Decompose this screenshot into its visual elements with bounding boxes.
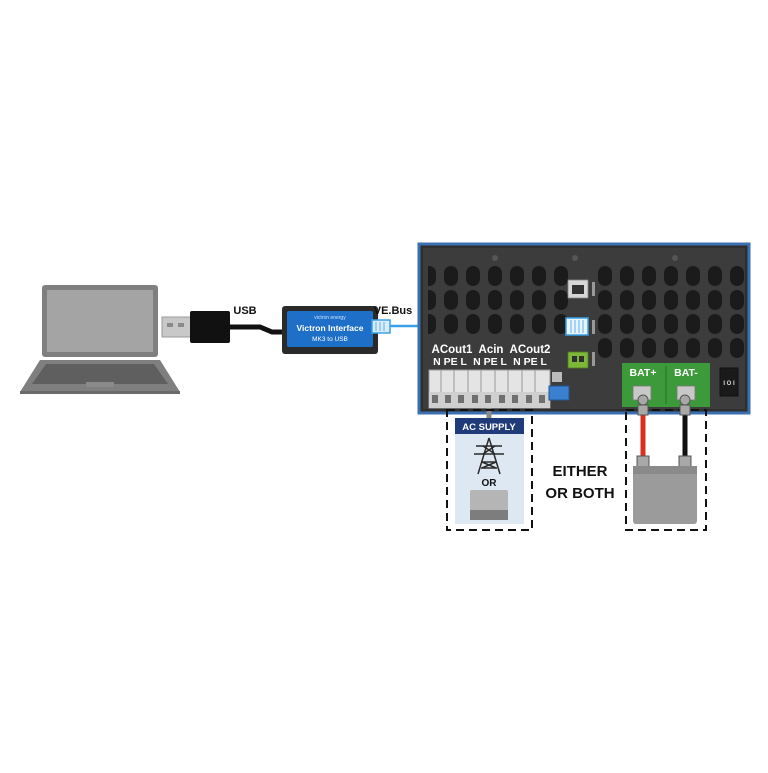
usb-plug-icon: [161, 311, 230, 343]
power-pylon-icon: [474, 437, 504, 475]
battery-dashed-frame: [625, 409, 707, 531]
interface-title: Victron Interface: [297, 323, 364, 333]
ac-supply-dashed-frame: [446, 409, 533, 531]
either-label: EITHER: [552, 463, 607, 480]
acin-npel: N PE L: [473, 356, 507, 368]
usb-cable: [230, 324, 282, 335]
acout1-npel: N PE L: [433, 356, 467, 368]
acout1-label: ACout1: [432, 344, 473, 356]
inverter: ACout1 Acin ACout2 N PE L N PE L N PE L: [417, 242, 751, 415]
rj45-plug-icon: [565, 317, 589, 336]
interface-box: victron energy Victron Interface MK3 to …: [282, 306, 378, 354]
battery-icon: [633, 466, 697, 524]
vebus-label: VE.Bus: [374, 305, 413, 317]
power-switch: [719, 367, 739, 397]
bat-plus-label: BAT+: [630, 367, 657, 379]
usb-label: USB: [233, 305, 256, 317]
ac-or-label: OR: [482, 478, 498, 489]
interface-brand: victron energy: [314, 315, 346, 321]
ac-supply-header: [455, 418, 524, 434]
laptop-icon: [20, 285, 180, 394]
or-both-label: OR BOTH: [545, 485, 614, 502]
acout2-npel: N PE L: [513, 356, 547, 368]
acin-label: Acin: [479, 344, 504, 356]
switch-glyph: I O I: [723, 381, 735, 387]
vent-grille: [428, 262, 574, 336]
bat-minus-label: BAT-: [674, 367, 698, 379]
interface-subtitle: MK3 to USB: [312, 336, 348, 343]
acout2-label: ACout2: [510, 344, 551, 356]
ac-terminal-blocks: [428, 369, 551, 409]
rj45-plug-icon: [371, 319, 391, 334]
ac-supply-label: AC SUPPLY: [462, 422, 516, 433]
vent-grille: [598, 262, 744, 358]
generator-icon: [470, 490, 508, 520]
